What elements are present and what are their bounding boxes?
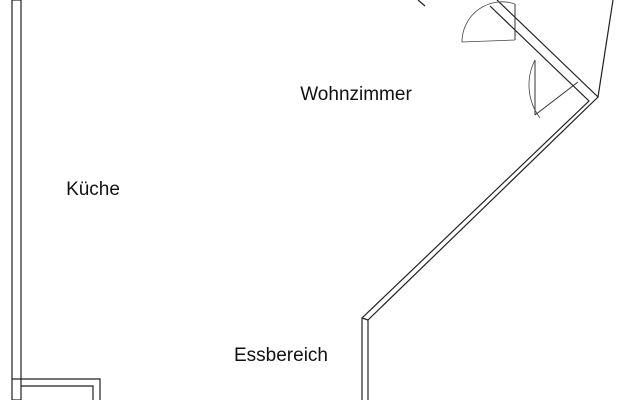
- top-wall-fragment: [417, 0, 426, 7]
- room-label-wohnzimmer: Wohnzimmer: [300, 84, 412, 105]
- left-wall: [11, 0, 22, 400]
- door-upper: [461, 1, 516, 43]
- bottom-left-wall: [12, 378, 101, 400]
- diagonal-wall: [361, 0, 599, 400]
- room-label-essbereich: Essbereich: [234, 345, 328, 366]
- room-label-kueche: Küche: [66, 179, 120, 200]
- door-lower: [528, 59, 579, 119]
- outer-wall-right: [597, 0, 614, 98]
